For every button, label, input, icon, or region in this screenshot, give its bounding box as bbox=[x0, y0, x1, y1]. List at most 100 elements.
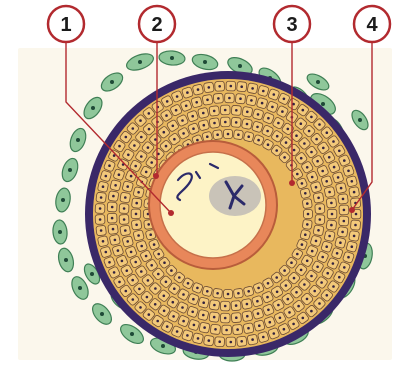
granulosa-cell-nucleus bbox=[182, 293, 185, 296]
granulosa-cell-nucleus bbox=[147, 279, 150, 282]
granulosa-cell-nucleus bbox=[149, 233, 152, 236]
granulosa-cell-nucleus bbox=[139, 306, 142, 309]
granulosa-cell-nucleus bbox=[181, 119, 184, 122]
granulosa-cell-nucleus bbox=[304, 233, 307, 236]
granulosa-cell-nucleus bbox=[172, 125, 175, 128]
granulosa-cell-nucleus bbox=[315, 240, 318, 243]
granulosa-cell-nucleus bbox=[165, 281, 168, 284]
granulosa-cell-nucleus bbox=[125, 136, 128, 139]
granulosa-cell-nucleus bbox=[206, 290, 209, 293]
granulosa-cell-nucleus bbox=[153, 243, 156, 246]
granulosa-cell-nucleus bbox=[137, 234, 140, 237]
granulosa-cell-nucleus bbox=[108, 164, 111, 167]
granulosa-cell-nucleus bbox=[306, 166, 309, 169]
granulosa-cell-nucleus bbox=[300, 122, 303, 125]
granulosa-cell-nucleus bbox=[124, 196, 127, 199]
granulosa-cell-nucleus bbox=[227, 133, 230, 136]
granulosa-cell-nucleus bbox=[271, 106, 274, 109]
granulosa-cell-nucleus bbox=[283, 156, 286, 159]
granulosa-cell-nucleus bbox=[283, 98, 286, 101]
granulosa-cell-nucleus bbox=[105, 175, 108, 178]
granulosa-cell-nucleus bbox=[237, 133, 240, 136]
granulosa-cell-nucleus bbox=[257, 312, 260, 315]
granulosa-cell-nucleus bbox=[318, 302, 321, 305]
granulosa-cell-nucleus bbox=[285, 141, 288, 144]
granulosa-cell-nucleus bbox=[173, 287, 176, 290]
granulosa-cell-nucleus bbox=[246, 111, 249, 114]
granulosa-cell-nucleus bbox=[208, 339, 211, 342]
granulosa-cell-nucleus bbox=[315, 186, 318, 189]
granulosa-cell-nucleus bbox=[105, 251, 108, 254]
granulosa-cell-nucleus bbox=[146, 296, 149, 299]
granulosa-cell-nucleus bbox=[315, 138, 318, 141]
granulosa-cell-nucleus bbox=[202, 301, 205, 304]
granulosa-cell-nucleus bbox=[126, 269, 129, 272]
granulosa-cell-nucleus bbox=[196, 139, 199, 142]
granulosa-cell-nucleus bbox=[208, 86, 211, 89]
granulosa-cell-nucleus bbox=[163, 261, 166, 264]
granulosa-cell-nucleus bbox=[307, 213, 310, 216]
granulosa-cell-nucleus bbox=[165, 145, 168, 148]
granulosa-cell-nucleus bbox=[353, 235, 356, 238]
granulosa-cell-nucleus bbox=[306, 202, 309, 205]
granulosa-cell-nucleus bbox=[304, 192, 307, 195]
granulosa-cell-nucleus bbox=[316, 266, 319, 269]
granulosa-cell-nucleus bbox=[301, 182, 304, 185]
granulosa-cell-nucleus bbox=[319, 207, 322, 210]
granulosa-cell-nucleus bbox=[302, 317, 305, 320]
granulosa-cell-nucleus bbox=[137, 191, 140, 194]
granulosa-cell-nucleus bbox=[276, 291, 279, 294]
granulosa-cell-nucleus bbox=[276, 135, 279, 138]
granulosa-cell-nucleus bbox=[187, 282, 190, 285]
granulosa-cell-nucleus bbox=[130, 251, 133, 254]
granulosa-cell-nucleus bbox=[166, 100, 169, 103]
granulosa-cell-nucleus bbox=[302, 109, 305, 112]
granulosa-cell-nucleus bbox=[292, 323, 295, 326]
granulosa-cell-nucleus bbox=[283, 269, 286, 272]
granulosa-cell-nucleus bbox=[134, 261, 137, 264]
granulosa-cell-nucleus bbox=[247, 290, 250, 293]
granulosa-cell-nucleus bbox=[225, 329, 228, 332]
granulosa-cell-nucleus bbox=[355, 213, 358, 216]
granulosa-cell-nucleus bbox=[326, 294, 329, 297]
granulosa-cell-nucleus bbox=[310, 310, 313, 313]
granulosa-cell-nucleus bbox=[170, 269, 173, 272]
granulosa-cell-nucleus bbox=[154, 287, 157, 290]
granulosa-cell-nucleus bbox=[306, 223, 309, 226]
theca-cell-nucleus bbox=[64, 258, 68, 262]
granulosa-cell-nucleus bbox=[267, 282, 270, 285]
granulosa-cell-nucleus bbox=[148, 128, 151, 131]
theca-cell-nucleus bbox=[161, 344, 165, 348]
granulosa-cell-nucleus bbox=[235, 304, 238, 307]
granulosa-cell-nucleus bbox=[196, 287, 199, 290]
granulosa-cell-nucleus bbox=[331, 213, 334, 216]
granulosa-cell-nucleus bbox=[332, 285, 335, 288]
granulosa-cell-nucleus bbox=[182, 132, 185, 135]
granulosa-cell-nucleus bbox=[216, 292, 219, 295]
granulosa-cell-nucleus bbox=[173, 138, 176, 141]
granulosa-cell-nucleus bbox=[154, 303, 157, 306]
granulosa-cell-nucleus bbox=[310, 116, 313, 119]
granulosa-cell-nucleus bbox=[182, 320, 185, 323]
granulosa-cell-nucleus bbox=[342, 198, 345, 201]
granulosa-cell-nucleus bbox=[118, 145, 121, 148]
granulosa-cell-nucleus bbox=[227, 293, 230, 296]
granulosa-cell-nucleus bbox=[306, 260, 309, 263]
theca-cell-nucleus bbox=[100, 312, 104, 316]
granulosa-cell-nucleus bbox=[256, 300, 259, 303]
granulosa-cell-nucleus bbox=[343, 209, 346, 212]
granulosa-cell-nucleus bbox=[139, 119, 142, 122]
granulosa-cell-nucleus bbox=[145, 255, 148, 258]
granulosa-cell-nucleus bbox=[321, 256, 324, 259]
granulosa-cell-nucleus bbox=[285, 284, 288, 287]
granulosa-cell-nucleus bbox=[320, 281, 323, 284]
granulosa-cell-nucleus bbox=[181, 306, 184, 309]
granulosa-cell-nucleus bbox=[157, 253, 160, 256]
granulosa-cell-nucleus bbox=[100, 229, 103, 232]
granulosa-cell-nucleus bbox=[308, 130, 311, 133]
granulosa-cell-nucleus bbox=[257, 113, 260, 116]
granulosa-cell-nucleus bbox=[303, 142, 306, 145]
granulosa-cell-nucleus bbox=[140, 155, 143, 158]
granulosa-cell-nucleus bbox=[246, 315, 249, 318]
